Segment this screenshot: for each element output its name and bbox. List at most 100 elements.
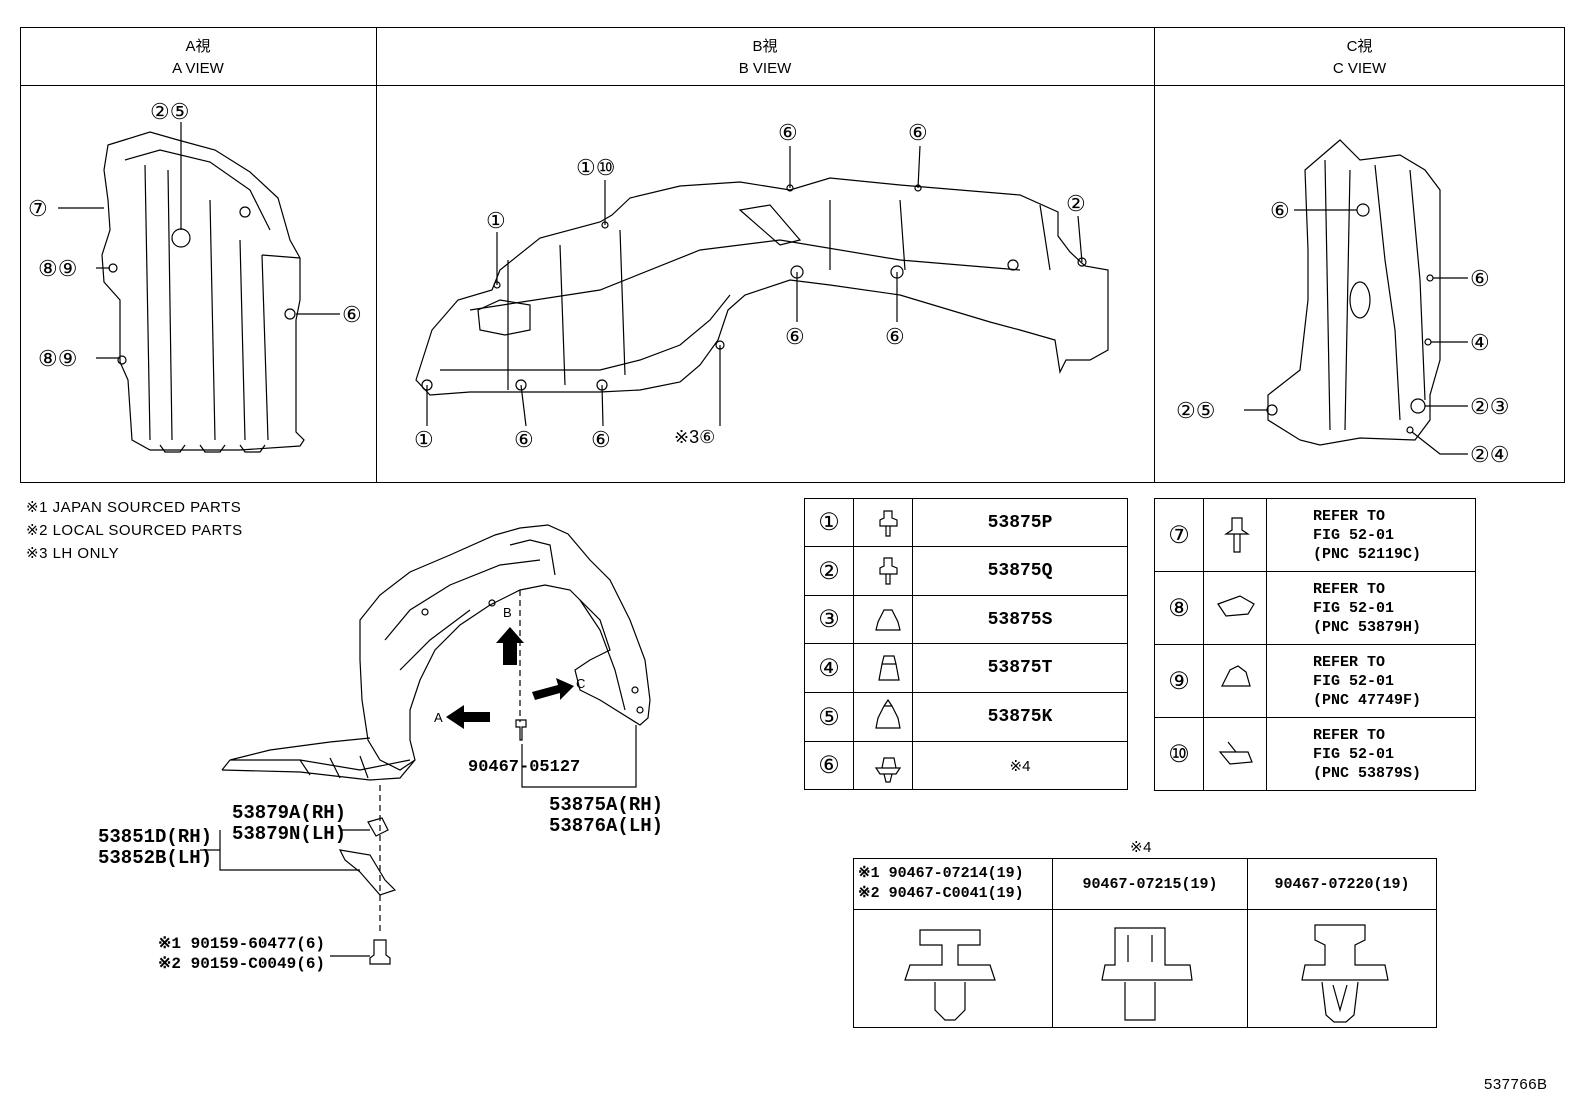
- callout-a-8-9-lower: ⑧⑨: [38, 346, 78, 371]
- refer-row-number: ⑨: [1154, 644, 1204, 718]
- parts-row: ④ 53875T: [804, 643, 1128, 693]
- callout-a-7: ⑦: [28, 196, 48, 221]
- callout-b-1-lower: ①: [414, 427, 434, 452]
- callout-b-6-top-left: ⑥: [778, 120, 798, 145]
- fender-liner-drawing: [221, 524, 651, 781]
- part-icon: [1203, 644, 1267, 718]
- parts-row: ③ 53875S: [804, 595, 1128, 644]
- part-icon: [1203, 498, 1267, 572]
- view-divider-2: [1154, 27, 1155, 483]
- refer-row-number: ⑦: [1154, 498, 1204, 572]
- view-frame: [20, 27, 1565, 483]
- part-number: ※4: [912, 741, 1128, 790]
- refer-table: ⑦ REFER TO FIG 52-01 (PNC 52119C) ⑧ REFER …: [1154, 498, 1476, 791]
- clip-07220-image: [1247, 909, 1437, 1028]
- a-view-liner-drawing: [101, 131, 305, 453]
- part-icon: [1203, 571, 1267, 645]
- callout-c-6-upper: ⑥: [1270, 198, 1290, 223]
- b-view-liner-drawing: [415, 177, 1109, 396]
- refer-row-number: ⑧: [1154, 571, 1204, 645]
- refer-row: ⑨ REFER TO FIG 52-01 (PNC 47749F): [1154, 644, 1476, 718]
- view-header-divider: [20, 85, 1565, 86]
- parts-row-number: ④: [804, 643, 854, 693]
- callout-c-6-right: ⑥: [1470, 266, 1490, 291]
- c-view-liner-drawing: [1266, 139, 1441, 446]
- screw-japan-part-number: ※1 90159-60477(6): [158, 935, 326, 953]
- callout-a-6: ⑥: [342, 302, 362, 327]
- part-icon: [853, 692, 913, 742]
- callout-c-2-3: ②③: [1470, 394, 1510, 419]
- refer-row: ⑩ REFER TO FIG 52-01 (PNC 53879S): [1154, 717, 1476, 791]
- refer-row: ⑧ REFER TO FIG 52-01 (PNC 53879H): [1154, 571, 1476, 645]
- refer-text: REFER TO FIG 52-01 (PNC 53879H): [1266, 571, 1476, 645]
- view-arrow-b-label: B: [503, 605, 513, 620]
- callout-b-1-upper: ①: [486, 208, 506, 233]
- clip-col3-header: 90467-07220(19): [1247, 858, 1437, 910]
- clip-07214-image: [853, 909, 1053, 1028]
- callout-b-6-lh-only: ※3⑥: [674, 427, 716, 447]
- clip-col2-header: 90467-07215(19): [1052, 858, 1248, 910]
- part-number: 53875T: [912, 643, 1128, 693]
- note-local-sourced: ※2 LOCAL SOURCED PARTS: [26, 522, 243, 539]
- part-icon: [853, 741, 913, 790]
- part-icon: [1203, 717, 1267, 791]
- callout-a-8-9-upper: ⑧⑨: [38, 256, 78, 281]
- parts-row: ⑥ ※4: [804, 741, 1128, 790]
- callout-c-2-5: ②⑤: [1176, 398, 1216, 423]
- callout-c-4: ④: [1470, 330, 1490, 355]
- liner-lh-part-number: 53876A(LH): [549, 815, 664, 837]
- parts-row: ⑤ 53875K: [804, 692, 1128, 742]
- part-number: 53875K: [912, 692, 1128, 742]
- part-icon: [853, 546, 913, 596]
- clip-07215-image: [1052, 909, 1248, 1028]
- bracket-rh-part-number: 53879A(RH): [232, 802, 347, 824]
- parts-row-number: ⑥: [804, 741, 854, 790]
- figure-id: 537766B: [1484, 1076, 1548, 1093]
- clip-bracket-drawing: [338, 817, 397, 965]
- callout-b-6-mid-right: ⑥: [885, 324, 905, 349]
- callout-b-6-bottom-1: ⑥: [514, 427, 534, 452]
- bracket-lh-part-number: 53879N(LH): [232, 823, 347, 845]
- clip-table-header-row: ※1 90467-07214(19) ※2 90467-C0041(19) 90…: [853, 858, 1437, 910]
- callout-b-6-mid-left: ⑥: [785, 324, 805, 349]
- cover-lh-part-number: 53852B(LH): [98, 847, 213, 869]
- part-number: 53875Q: [912, 546, 1128, 596]
- refer-row: ⑦ REFER TO FIG 52-01 (PNC 52119C): [1154, 498, 1476, 572]
- parts-row: ② 53875Q: [804, 546, 1128, 596]
- refer-text: REFER TO FIG 52-01 (PNC 52119C): [1266, 498, 1476, 572]
- parts-row-number: ②: [804, 546, 854, 596]
- refer-row-number: ⑩: [1154, 717, 1204, 791]
- callout-b-6-bottom-2: ⑥: [591, 427, 611, 452]
- clip-table-image-row: [853, 909, 1437, 1028]
- callout-b-6-top-right: ⑥: [908, 120, 928, 145]
- callout-b-2: ②: [1066, 191, 1086, 216]
- note-lh-only: ※3 LH ONLY: [26, 545, 120, 562]
- parts-row-number: ⑤: [804, 692, 854, 742]
- clip-table-title: ※4: [1130, 839, 1152, 856]
- cover-rh-part-number: 53851D(RH): [98, 826, 213, 848]
- view-arrow-a-label: A: [434, 710, 444, 725]
- clip-table: ※1 90467-07214(19) ※2 90467-C0041(19) 90…: [853, 858, 1437, 1028]
- liner-rh-part-number: 53875A(RH): [549, 794, 664, 816]
- part-icon: [853, 643, 913, 693]
- note-japan-sourced: ※1 JAPAN SOURCED PARTS: [26, 499, 242, 516]
- clip-col1-header: ※1 90467-07214(19) ※2 90467-C0041(19): [853, 858, 1053, 910]
- parts-row-number: ③: [804, 595, 854, 644]
- callout-c-2-4: ②④: [1470, 442, 1510, 467]
- view-divider-1: [376, 27, 377, 483]
- part-number: 53875S: [912, 595, 1128, 644]
- part-number: 53875P: [912, 498, 1128, 547]
- bolt-drawing: [515, 719, 527, 741]
- bolt-part-number: 90467-05127: [468, 758, 581, 777]
- refer-text: REFER TO FIG 52-01 (PNC 47749F): [1266, 644, 1476, 718]
- screw-local-part-number: ※2 90159-C0049(6): [158, 955, 326, 973]
- callout-a-2-5: ②⑤: [150, 99, 190, 124]
- view-arrow-c-label: C: [576, 676, 586, 691]
- refer-text: REFER TO FIG 52-01 (PNC 53879S): [1266, 717, 1476, 791]
- callout-b-1-10: ①⑩: [576, 155, 616, 180]
